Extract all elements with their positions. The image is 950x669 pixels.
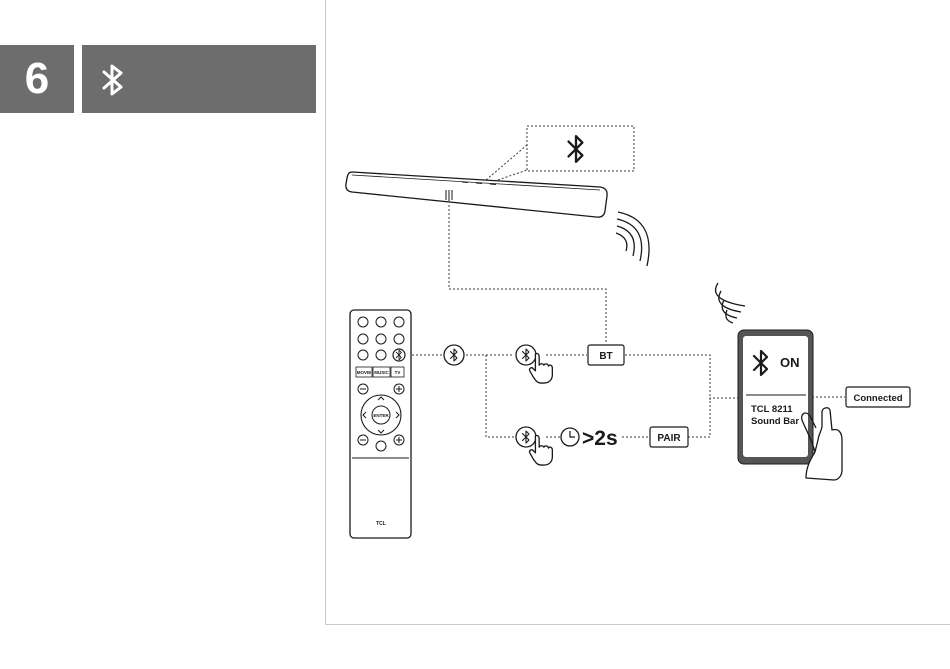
callout-right: [497, 169, 528, 181]
remote-btn-music: MUSIC: [374, 370, 389, 375]
phone-bluetooth-status: ON: [780, 355, 800, 370]
bottom-divider: [325, 624, 950, 625]
press-bluetooth-long: [515, 426, 554, 466]
connected-status-box: Connected: [845, 386, 911, 408]
remote-enter-label: ENTER: [373, 413, 389, 418]
connected-status-label: Connected: [853, 393, 902, 404]
press-bluetooth-short: [515, 344, 554, 384]
phone-signal-waves-icon: [714, 282, 746, 324]
connector-branch-down: [485, 355, 514, 438]
remote-mode-buttons: MOVIE MUSIC TV: [355, 366, 405, 378]
bluetooth-step-icon: [443, 344, 465, 366]
hold-timer: >2s: [560, 427, 618, 450]
phone-device-name-line1: TCL 8211: [751, 404, 793, 415]
clock-icon: [560, 427, 580, 447]
soundbar-bluetooth-callout: [526, 125, 635, 172]
callout-left: [485, 144, 528, 181]
phone-device-name-line2: Sound Bar: [751, 416, 799, 427]
connector-bt-to-phone: [625, 354, 711, 400]
remote-control: MOVIE MUSIC TV ENTER TCL: [349, 309, 412, 539]
sound-bar: [345, 171, 608, 218]
bt-mode-label: BT: [599, 351, 612, 362]
bt-mode-box: BT: [587, 344, 625, 366]
connector-soundbar-to-bt: [448, 205, 607, 344]
remote-btn-tv: TV: [395, 370, 401, 375]
hold-duration-label: >2s: [582, 427, 618, 450]
phone-hand-icon: [800, 407, 843, 481]
step-number-box: 6: [0, 45, 74, 113]
column-divider: [325, 0, 326, 625]
pair-mode-box: PAIR: [649, 426, 689, 448]
bluetooth-icon: [102, 64, 123, 96]
remote-nav-pad: ENTER: [360, 394, 402, 436]
phone: ON TCL 8211 Sound Bar: [737, 329, 843, 481]
soundbar-led-icon: [445, 190, 453, 201]
soundbar-signal-waves-icon: [615, 211, 650, 267]
title-box: [82, 45, 316, 113]
step-number: 6: [24, 54, 50, 103]
remote-btn-movie: MOVIE: [357, 370, 372, 375]
remote-brand-label: TCL: [376, 521, 386, 527]
pair-mode-label: PAIR: [657, 433, 681, 444]
connector-pair-to-phone: [688, 397, 738, 438]
connector-lines: [412, 144, 845, 438]
